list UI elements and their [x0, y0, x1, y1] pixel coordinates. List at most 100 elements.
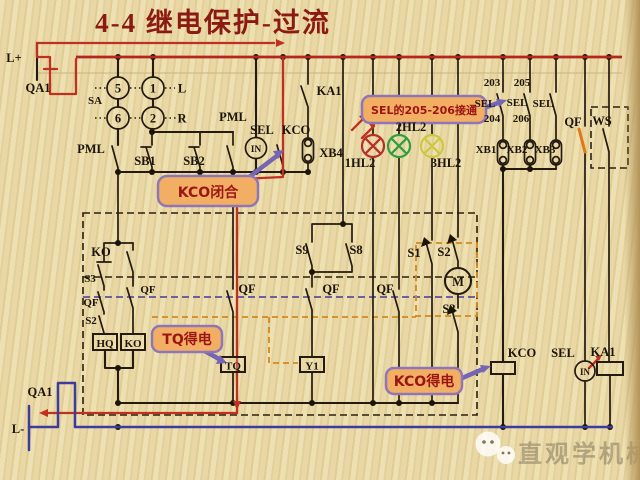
label-ka1-top: KA1 [317, 84, 342, 98]
negative-bus [27, 381, 614, 452]
page-edge-shade [624, 0, 640, 480]
label-3hl2: 3HL2 [431, 156, 462, 170]
xb3-link [549, 139, 563, 166]
tq-coil-box [220, 356, 246, 373]
callout-kco-energized [384, 366, 464, 396]
callouts: KCO闭合 SEL的205-206接通 TQ得电 KCO得电 [150, 94, 507, 396]
label-205: 205 [514, 77, 531, 89]
label-l-minus: L- [12, 422, 25, 436]
labels: 4-4 继电保护-过流 L+ QA1 QA1 L- SA 5 1 6 2 L R… [6, 7, 615, 436]
label-s3-motor: S3 [442, 302, 455, 316]
label-sel-c: SEL [533, 98, 554, 110]
label-206: 206 [513, 113, 530, 125]
s1-drive-arrow [421, 237, 431, 247]
sa-contact-2 [141, 106, 165, 130]
qf-hot-blade [577, 127, 587, 154]
lamp-flow-arrows [350, 116, 376, 140]
s3-drive-arrow [447, 305, 457, 315]
label-s1: S1 [407, 246, 420, 260]
label-ko-coil: KO [124, 338, 142, 350]
ka1-arrow-head [595, 355, 602, 361]
ka1-flow-arrow [587, 356, 601, 370]
label-hq-coil: HQ [96, 338, 114, 350]
label-xb1: XB1 [476, 144, 497, 156]
sa-contact-1 [141, 76, 165, 100]
label-kco-top: KCO [282, 123, 311, 137]
xb1-link [496, 139, 510, 166]
junction-nodes [115, 54, 613, 430]
label-qf-lamp: QF [376, 282, 394, 296]
label-sel-top: SEL [250, 123, 274, 137]
mech-linkage-orange-y1 [268, 317, 298, 364]
page-title: 4-4 继电保护-过流 [95, 7, 331, 38]
sel-in-top-circle [244, 136, 268, 160]
lamp-2hl2 [386, 133, 412, 159]
xb2-link [523, 139, 537, 166]
label-s2-motor: S2 [437, 245, 450, 259]
lamp-3hl2 [419, 133, 445, 159]
label-pml1: PML [77, 142, 105, 156]
label-204: 204 [484, 113, 501, 125]
callout-kco-closed-text: KCO闭合 [178, 184, 239, 201]
sel-in-bottom-circle [574, 360, 596, 382]
label-qa1-top: QA1 [26, 81, 51, 95]
watermark-text: 直观学机械 [518, 440, 640, 468]
label-pml2: PML [219, 110, 247, 124]
label-2hl2: 2HL2 [396, 120, 427, 134]
label-ka1-bottom: KA1 [591, 345, 616, 359]
watermark: 直观学机械 [475, 431, 640, 468]
label-xb2: XB2 [507, 144, 528, 156]
motor-mech-dashed-box [415, 242, 478, 317]
label-sel-a: SEL [475, 98, 496, 110]
qa1-top-contact [35, 55, 78, 96]
wechat-icon [475, 431, 501, 457]
label-sa-5: 5 [115, 82, 121, 96]
label-s9: S9 [295, 243, 308, 257]
sa-contact-6 [106, 106, 130, 130]
dashed-frames [82, 106, 629, 416]
positive-bus-and-trace [35, 39, 622, 417]
label-xb3: XB3 [535, 144, 556, 156]
trace-arrow-left [39, 409, 48, 417]
label-motor: M [452, 275, 464, 289]
label-ko-contact: KO [91, 245, 111, 259]
xb4-link [301, 137, 315, 164]
callout-sel-connected-text: SEL的205-206接通 [371, 103, 477, 117]
label-xb4: XB4 [319, 146, 343, 160]
trace-down-left [44, 179, 239, 415]
ka1-coil-box [596, 361, 624, 376]
hq-coil-box [92, 333, 118, 351]
label-qf-tq-branch: QF [238, 282, 256, 296]
label-sa-2: 2 [150, 112, 156, 126]
label-203: 203 [484, 77, 501, 89]
y1-coil-box [299, 356, 325, 373]
label-in-top: IN [251, 145, 262, 155]
trace-arrow-right [276, 39, 285, 47]
components [92, 76, 624, 382]
label-sb2: SB2 [183, 154, 205, 168]
label-s8: S8 [349, 243, 362, 257]
label-qa1-bottom: QA1 [28, 385, 53, 399]
label-sa-6: 6 [115, 112, 121, 126]
label-in-bottom: IN [580, 367, 591, 377]
ko-coil-box [120, 333, 146, 351]
trace-top [35, 41, 276, 59]
trace-arrow-down [233, 401, 241, 410]
motor-circle [443, 266, 473, 296]
callout-sel-connected [360, 94, 488, 125]
label-sel-b: SEL [507, 97, 528, 109]
label-qf-ko-branch: QF [140, 284, 156, 296]
label-sel-bottom: SEL [551, 346, 575, 360]
label-qf-left: QF [83, 297, 99, 309]
callout-tq-energized-text: TQ得电 [162, 331, 211, 348]
label-s2-left: S2 [85, 315, 97, 327]
label-sa-r: R [177, 112, 187, 126]
lamp-1hl2 [360, 133, 386, 159]
label-tq-coil: TQ [225, 361, 241, 373]
label-kco-bottom: KCO [508, 346, 537, 360]
label-qf-ws: QF [564, 115, 582, 129]
label-sa-l: L [178, 82, 186, 96]
label-qf-mid: QF [322, 282, 340, 296]
qa1-bottom-contact [27, 381, 614, 429]
